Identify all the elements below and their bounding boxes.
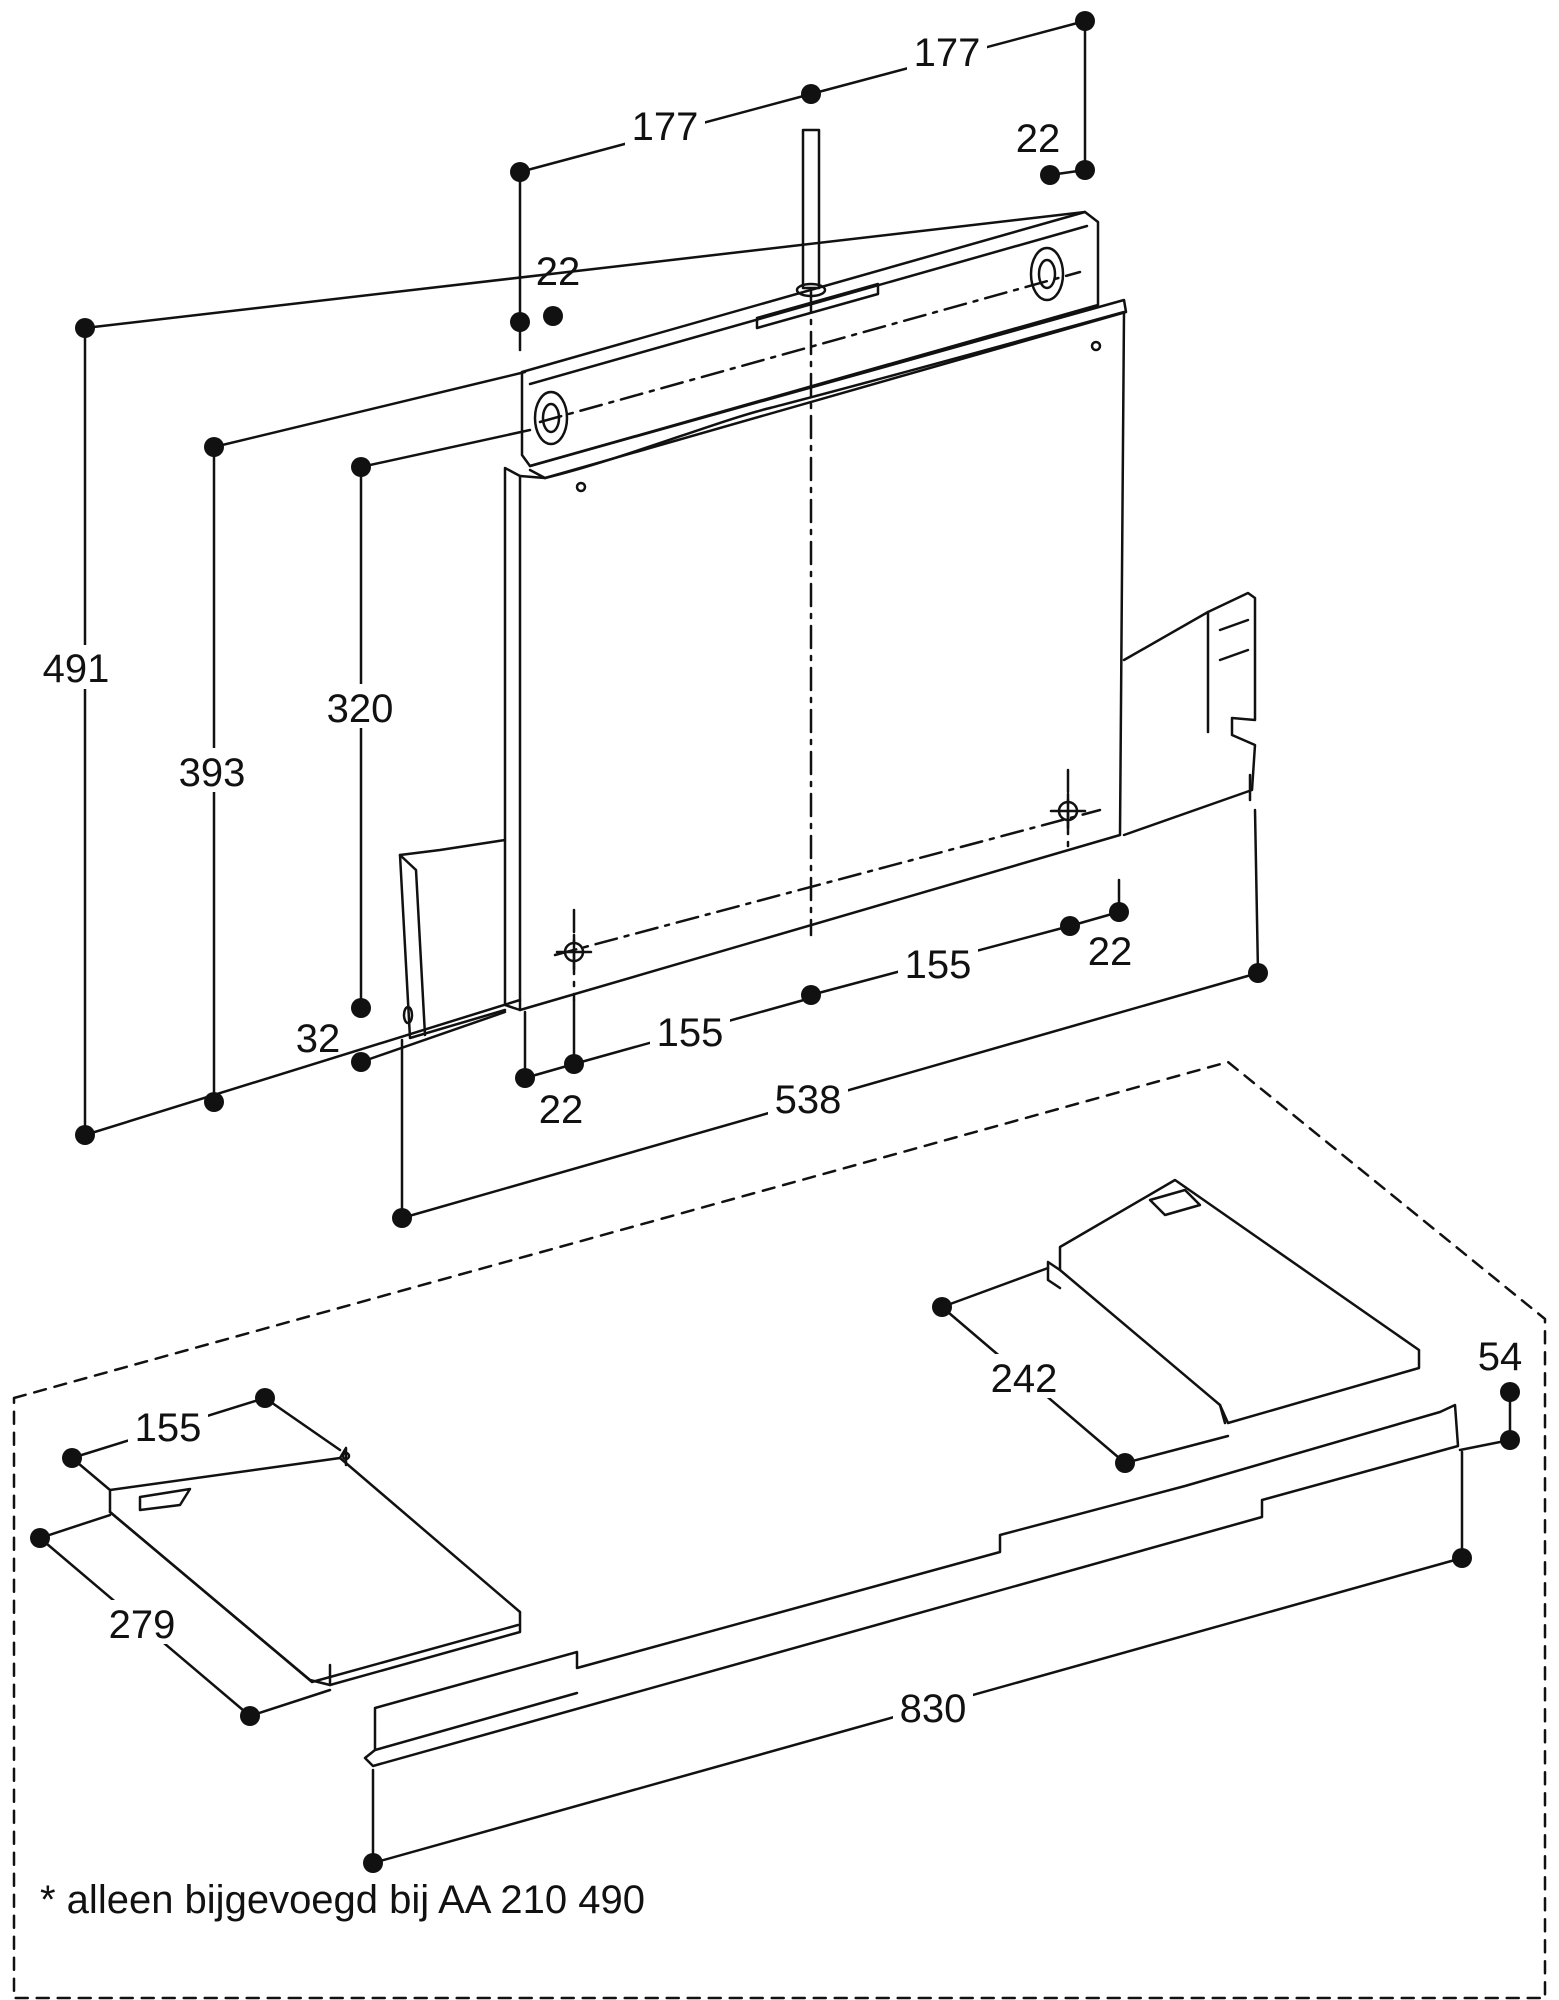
dimension-lines xyxy=(83,19,1260,1220)
dim-22-bottom-right: 22 xyxy=(1088,930,1133,974)
dim-279: 279 xyxy=(109,1603,176,1647)
dim-155-bottom-right: 155 xyxy=(905,943,972,987)
footnote: * alleen bijgevoegd bij AA 210 490 xyxy=(40,1878,645,1922)
dim-54: 54 xyxy=(1478,1335,1523,1379)
dim-32: 32 xyxy=(296,1017,341,1061)
center-lines xyxy=(538,270,1102,1002)
mounting-plate xyxy=(398,210,1257,1040)
dim-155-bottom-left: 155 xyxy=(657,1011,724,1055)
dim-155-shelf: 155 xyxy=(135,1406,202,1450)
dimension-dots xyxy=(30,11,1520,1873)
dim-22-slot-left: 22 xyxy=(536,250,581,294)
accessory-enclosure xyxy=(12,1060,1547,2000)
long-strip xyxy=(363,1403,1460,1768)
dim-393: 393 xyxy=(179,751,246,795)
threaded-rod xyxy=(795,128,827,298)
dim-177-top-left: 177 xyxy=(632,105,699,149)
dim-491: 491 xyxy=(43,647,110,691)
dim-22-bottom-left: 22 xyxy=(539,1088,584,1132)
dim-22-slot-right: 22 xyxy=(1016,117,1061,161)
dim-177-top-right: 177 xyxy=(914,31,981,75)
right-shelf xyxy=(1046,1178,1421,1425)
slot-right xyxy=(1029,246,1065,302)
accessory-dimension-lines xyxy=(38,1266,1512,1865)
left-shelf xyxy=(108,1446,522,1687)
dim-538: 538 xyxy=(775,1078,842,1122)
dim-242: 242 xyxy=(991,1357,1058,1401)
dim-830: 830 xyxy=(900,1687,967,1731)
dimension-labels: 177 177 22 22 491 393 320 32 155 22 155 … xyxy=(37,28,1522,1731)
dim-320: 320 xyxy=(327,687,394,731)
